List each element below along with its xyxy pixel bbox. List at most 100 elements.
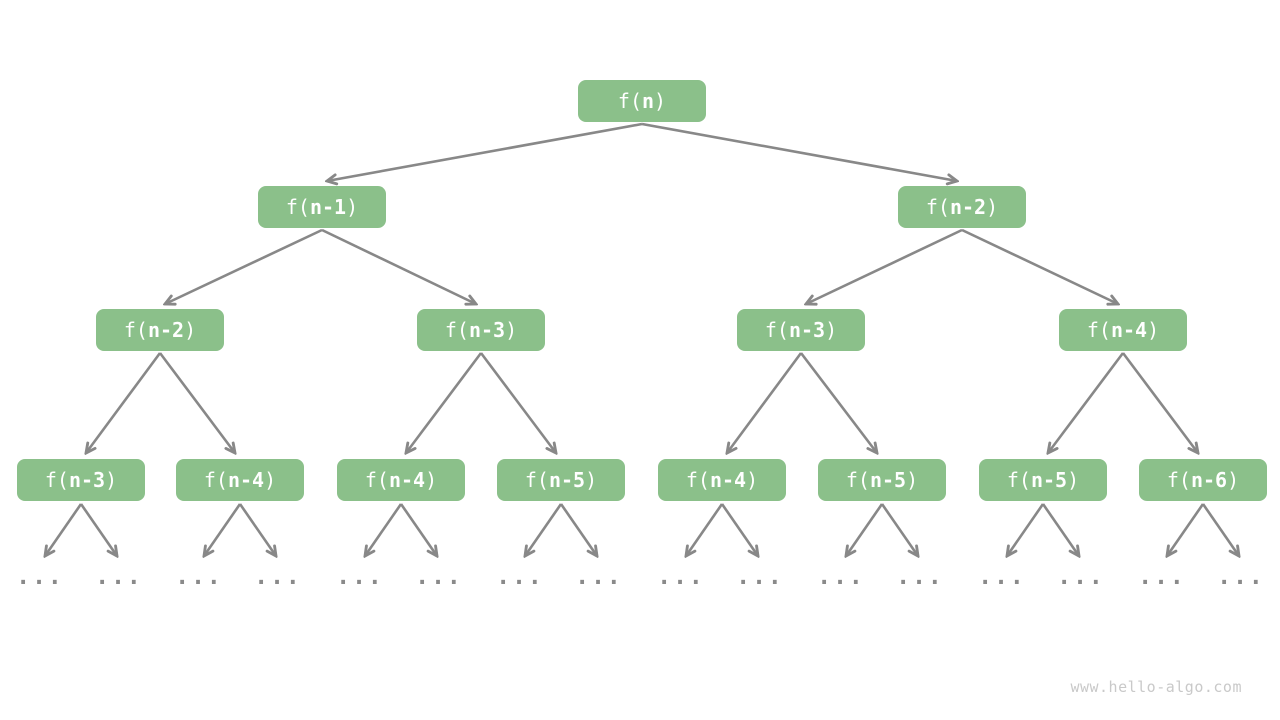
ellipsis: ... (1057, 564, 1105, 590)
tree-node-f-n-2: f(n-2) (96, 309, 224, 351)
node-label-prefix: f( (1006, 468, 1031, 492)
ellipsis: ... (1217, 564, 1265, 590)
edges (45, 122, 1239, 556)
tree-node-f-n-3: f(n-3) (17, 459, 145, 501)
edge (365, 503, 403, 556)
edge (806, 228, 963, 304)
ellipsis: ... (175, 564, 223, 590)
edge (399, 503, 437, 556)
edge (961, 228, 1118, 304)
tree-node-f-n-6: f(n-6) (1139, 459, 1267, 501)
ellipsis: ... (496, 564, 544, 590)
ellipsis: ... (336, 564, 384, 590)
node-label-arg: n-2 (147, 318, 185, 342)
node-label-prefix: f( (364, 468, 389, 492)
ellipsis: ... (1138, 564, 1186, 590)
edge (880, 503, 918, 556)
tree-node-f-n-4: f(n-4) (658, 459, 786, 501)
node-label-prefix: f( (444, 318, 469, 342)
node-label-prefix: f( (1166, 468, 1191, 492)
edge (79, 503, 117, 556)
node-label-arg: n-4 (388, 468, 426, 492)
tree-node-f-n-1: f(n-1) (258, 186, 386, 228)
ellipsis: ... (16, 564, 64, 590)
node-label-prefix: f( (1086, 318, 1111, 342)
tree-node-f-n-5: f(n-5) (497, 459, 625, 501)
node-label-prefix: f( (44, 468, 69, 492)
edge (321, 228, 476, 304)
node-label-arg: n-3 (468, 318, 506, 342)
edge (1041, 503, 1079, 556)
node-label-suffix: ) (585, 468, 598, 492)
edge (1121, 352, 1198, 453)
edge (158, 352, 235, 453)
node-label-prefix: f( (524, 468, 549, 492)
tree-node-f-n-3: f(n-3) (417, 309, 545, 351)
node-label-prefix: f( (845, 468, 870, 492)
node-label-arg: n-3 (68, 468, 106, 492)
node-label-arg: n-4 (1110, 318, 1148, 342)
edge (327, 122, 643, 181)
ellipsis: ... (817, 564, 865, 590)
node-label-arg: n-5 (548, 468, 586, 492)
node-label-arg: n-3 (788, 318, 826, 342)
edge (165, 228, 323, 304)
node-label-arg: n (642, 89, 655, 113)
edge (720, 503, 758, 556)
tree-node-f-n-4: f(n-4) (337, 459, 465, 501)
ellipsis: ... (95, 564, 143, 590)
node-label-suffix: ) (425, 468, 438, 492)
ellipsis: ... (736, 564, 784, 590)
edge (204, 503, 242, 556)
edge (1201, 503, 1239, 556)
node-label-arg: n-5 (1030, 468, 1068, 492)
node-label-prefix: f( (123, 318, 148, 342)
node-label-suffix: ) (746, 468, 759, 492)
ellipsis: ... (657, 564, 705, 590)
node-label-suffix: ) (986, 195, 999, 219)
node-label-arg: n-6 (1190, 468, 1228, 492)
node-label-prefix: f( (685, 468, 710, 492)
edge (846, 503, 884, 556)
tree-node-f-n-3: f(n-3) (737, 309, 865, 351)
node-label-arg: n-1 (309, 195, 347, 219)
node-label-suffix: ) (1227, 468, 1240, 492)
node-label-suffix: ) (505, 318, 518, 342)
watermark: www.hello-algo.com (1070, 678, 1242, 696)
tree-node-f-n-5: f(n-5) (818, 459, 946, 501)
node-label-arg: n-4 (227, 468, 265, 492)
node-label-suffix: ) (346, 195, 359, 219)
edge (1007, 503, 1045, 556)
edge (479, 352, 556, 453)
edge (559, 503, 597, 556)
edge (238, 503, 276, 556)
ellipsis: ... (896, 564, 944, 590)
edge (641, 122, 957, 181)
ellipsis: ... (415, 564, 463, 590)
node-label-prefix: f( (925, 195, 950, 219)
node-label-suffix: ) (1147, 318, 1160, 342)
tree-node-f-n-2: f(n-2) (898, 186, 1026, 228)
edge (1048, 352, 1125, 453)
edge (406, 352, 483, 453)
edge (686, 503, 724, 556)
edge (86, 352, 162, 453)
tree-node-f-n-4: f(n-4) (176, 459, 304, 501)
tree-node-f-n-5: f(n-5) (979, 459, 1107, 501)
tree-node-f-n-4: f(n-4) (1059, 309, 1187, 351)
tree-node-f-n: f(n) (578, 80, 706, 122)
ellipsis: ... (575, 564, 623, 590)
node-label-prefix: f( (285, 195, 310, 219)
node-label-arg: n-2 (949, 195, 987, 219)
node-label-suffix: ) (184, 318, 197, 342)
node-label-arg: n-5 (869, 468, 907, 492)
ellipsis: ... (254, 564, 302, 590)
node-label-suffix: ) (105, 468, 118, 492)
edge (525, 503, 563, 556)
node-label-suffix: ) (906, 468, 919, 492)
ellipsis: ... (978, 564, 1026, 590)
node-label-suffix: ) (825, 318, 838, 342)
node-label-prefix: f( (617, 89, 642, 113)
edge (45, 503, 83, 556)
